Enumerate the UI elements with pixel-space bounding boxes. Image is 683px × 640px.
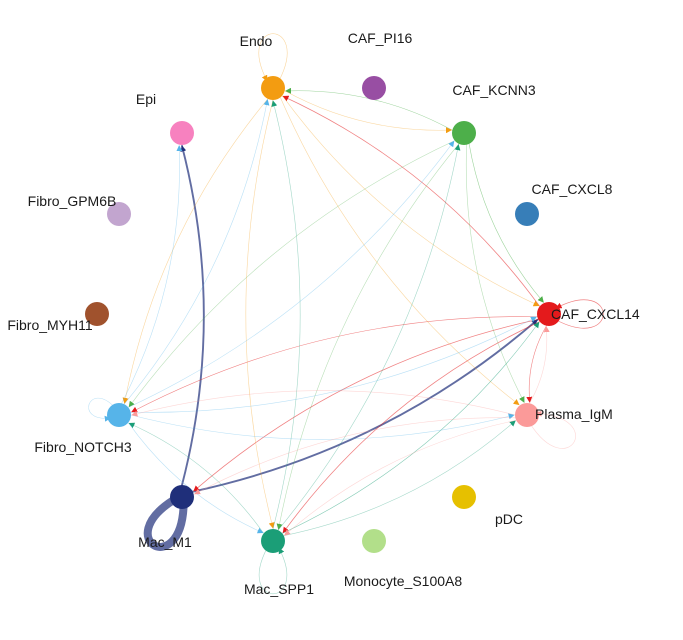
edge-fibro_notch3-to-epi — [121, 145, 183, 404]
node-label-fibro_gpm6b: Fibro_GPM6B — [28, 193, 117, 209]
edges-layer — [88, 33, 604, 594]
edge-mac_m1-to-caf_cxcl14 — [191, 318, 539, 493]
edge-plasma_igm-to-caf_cxcl14 — [529, 326, 550, 404]
node-label-caf_cxcl8: CAF_CXCL8 — [532, 181, 613, 197]
node-label-caf_cxcl14: CAF_CXCL14 — [551, 306, 640, 322]
edge-caf_cxcl14-to-plasma_igm — [526, 325, 547, 403]
node-caf_kcnn3 — [452, 121, 476, 145]
node-label-monocyte: Monocyte_S100A8 — [344, 573, 463, 589]
edge-fibro_notch3-to-caf_cxcl14 — [130, 316, 537, 413]
node-mac_spp1 — [261, 529, 285, 553]
edge-caf_cxcl14-to-caf_cxcl14 — [555, 299, 604, 329]
edge-endo-to-plasma_igm — [280, 97, 520, 406]
edge-mac_spp1-to-endo — [271, 100, 301, 530]
node-monocyte — [362, 529, 386, 553]
edge-endo-to-caf_cxcl14 — [281, 95, 540, 307]
edge-plasma_igm-to-mac_m1 — [194, 417, 516, 495]
node-mac_m1 — [170, 485, 194, 509]
edge-caf_cxcl14-to-endo — [282, 95, 541, 307]
node-fibro_myh11 — [85, 302, 109, 326]
node-label-plasma_igm: Plasma_IgM — [535, 406, 613, 422]
edge-mac_spp1-to-caf_kcnn3 — [277, 144, 461, 531]
node-epi — [170, 121, 194, 145]
edge-fibro_notch3-to-mac_spp1 — [127, 422, 264, 534]
edge-caf_kcnn3-to-caf_cxcl14 — [468, 143, 544, 303]
edge-caf_cxcl14-to-mac_spp1 — [282, 321, 541, 534]
edge-fibro_notch3-to-caf_kcnn3 — [127, 140, 455, 408]
nodes-layer — [85, 76, 561, 553]
edge-caf_kcnn3-to-fibro_notch3 — [128, 140, 456, 408]
edge-caf_cxcl14-to-fibro_notch3 — [131, 316, 538, 413]
edge-plasma_igm-to-plasma_igm — [529, 410, 576, 449]
edge-caf_kcnn3-to-mac_spp1 — [276, 143, 460, 530]
node-caf_pi16 — [362, 76, 386, 100]
node-label-caf_kcnn3: CAF_KCNN3 — [452, 82, 535, 98]
edge-plasma_igm-to-fibro_notch3 — [131, 390, 516, 417]
node-label-mac_spp1: Mac_SPP1 — [244, 581, 314, 597]
labels-layer: Endo CAF_PI16CAF_KCNN3CAF_CXCL8CAF_CXCL14… — [7, 30, 640, 597]
edge-mac_spp1-to-mac_spp1 — [258, 547, 288, 594]
edge-fibro_notch3-to-fibro_notch3 — [88, 397, 115, 422]
edge-fibro_notch3-to-plasma_igm — [130, 413, 515, 440]
node-plasma_igm — [515, 403, 539, 427]
edge-endo-to-endo — [258, 33, 288, 82]
node-label-fibro_myh11: Fibro_MYH11 — [7, 317, 93, 333]
node-fibro_notch3 — [107, 403, 131, 427]
node-label-fibro_notch3: Fibro_NOTCH3 — [34, 439, 131, 455]
node-label-epi: Epi — [136, 91, 156, 107]
edge-caf_kcnn3-to-plasma_igm — [465, 144, 525, 403]
edge-mac_spp1-to-plasma_igm — [283, 420, 516, 536]
node-fibro_gpm6b — [107, 202, 131, 226]
edge-caf_cxcl14-to-mac_m1 — [193, 318, 539, 492]
node-label-mac_m1: Mac_M1 — [138, 534, 192, 550]
edge-endo-to-mac_spp1 — [245, 99, 275, 529]
edge-mac_spp1-to-fibro_notch3 — [128, 422, 265, 534]
edge-mac_m1-to-mac_m1 — [143, 496, 188, 551]
edge-mac_spp1-to-caf_cxcl14 — [281, 321, 540, 534]
node-endo — [261, 76, 285, 100]
edge-endo-to-fibro_notch3 — [122, 98, 269, 404]
node-label-caf_pi16: CAF_PI16 — [348, 30, 413, 46]
edge-mac_m1-to-epi — [180, 145, 205, 486]
node-caf_cxcl14 — [537, 302, 561, 326]
node-label-endo: Endo — [240, 33, 273, 49]
node-caf_cxcl8 — [515, 202, 539, 226]
node-pdc — [452, 485, 476, 509]
node-label-pdc: pDC — [495, 511, 523, 527]
edge-endo-to-caf_kcnn3 — [284, 90, 452, 134]
edge-fibro_notch3-to-endo — [123, 99, 270, 405]
edge-plasma_igm-to-mac_spp1 — [284, 420, 517, 536]
